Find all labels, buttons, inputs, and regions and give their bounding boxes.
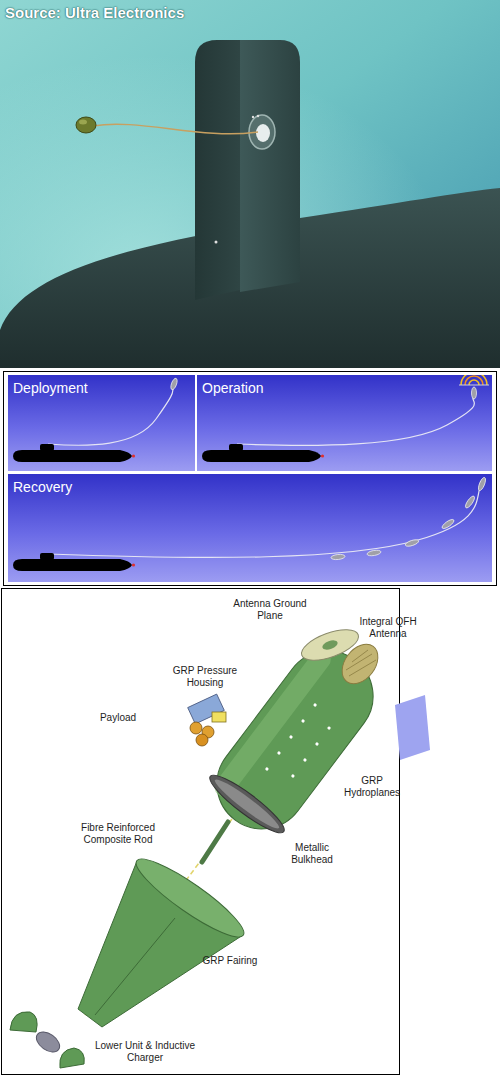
hydroplane	[395, 695, 430, 760]
payload-group	[188, 694, 226, 746]
antenna-hatching	[346, 650, 376, 676]
housing-dot	[313, 703, 317, 707]
hatch-reel	[256, 124, 270, 142]
sea-surface	[459, 385, 489, 386]
housing-dot	[291, 774, 295, 778]
housing-dot	[289, 735, 293, 739]
fairing-rim	[129, 849, 252, 947]
buoy-highlight	[79, 120, 87, 125]
buoy	[441, 518, 455, 530]
signal-arc	[461, 375, 487, 385]
part-label: Integral QFH Antenna	[353, 616, 423, 640]
panel-title: Recovery	[13, 479, 72, 495]
signal-arc	[465, 376, 483, 385]
submarine-silhouette	[202, 450, 321, 462]
buoy	[472, 387, 477, 399]
submarine-silhouette	[13, 559, 132, 571]
source-credit: Source: Ultra Electronics	[5, 4, 184, 22]
recovery-illustration	[8, 474, 492, 582]
buoy	[367, 549, 382, 556]
buoy	[331, 554, 345, 560]
part-label: Antenna Ground Plane	[229, 598, 311, 622]
submarine-sail	[40, 553, 54, 560]
part-label: Payload	[88, 712, 148, 724]
part-label: Metallic Bulkhead	[277, 842, 347, 866]
tether	[48, 480, 482, 557]
tether	[93, 124, 258, 134]
panel-title: Operation	[202, 380, 263, 396]
signal-arc	[469, 380, 479, 385]
metallic-bulkhead	[204, 768, 290, 839]
submarine-sail-side	[240, 40, 300, 292]
ground-plane	[298, 623, 363, 666]
hatch-dot	[257, 115, 259, 117]
panel-title: Deployment	[13, 380, 88, 396]
buoy	[464, 495, 476, 509]
submarine-sail	[40, 444, 54, 451]
part-label: GRP Pressure Housing	[165, 665, 245, 689]
sea-glow	[0, 0, 500, 368]
housing-dot	[265, 767, 269, 771]
stage-panel: Operation	[197, 375, 492, 471]
stage-panel: Recovery	[8, 474, 492, 582]
bulkhead-face	[211, 775, 282, 833]
ground-plane-hub	[321, 639, 339, 652]
payload-cell	[190, 722, 202, 734]
stern-light	[132, 563, 135, 566]
submarine-sail	[229, 444, 243, 451]
buoy	[170, 378, 179, 391]
part-label: GRP Fairing	[195, 955, 265, 967]
housing-dot	[301, 719, 305, 723]
part-label: Fibre Reinforced Composite Rod	[70, 822, 166, 846]
housing-dot	[277, 751, 281, 755]
hatch-dot	[252, 116, 254, 118]
panel-frame	[2, 589, 400, 1075]
tether	[48, 389, 173, 445]
payload-cell	[196, 734, 208, 746]
panel-frame	[4, 372, 497, 586]
housing-dot	[327, 726, 331, 730]
submarine-sail	[195, 40, 240, 300]
tether	[237, 397, 475, 445]
stage-panel: Deployment	[8, 375, 195, 471]
housing-dot	[315, 742, 319, 746]
lower-unit-cap	[33, 1028, 63, 1056]
housing-dot	[303, 758, 307, 762]
part-label: GRP Hydroplanes	[337, 775, 407, 799]
buoy	[405, 538, 420, 547]
part-label: Lower Unit & Inductive Charger	[90, 1040, 200, 1064]
fairing-seam	[95, 918, 175, 1015]
stern-light	[132, 454, 135, 457]
sail-dot	[215, 241, 218, 244]
lower-unit	[10, 1012, 37, 1032]
submarine-silhouette	[13, 450, 132, 462]
stern-light	[321, 454, 324, 457]
buoy	[477, 477, 487, 492]
composite-rod	[202, 822, 228, 862]
buoy	[76, 117, 96, 133]
payload-chip	[212, 712, 226, 722]
sea-background	[0, 0, 500, 368]
inductive-charger	[60, 1048, 85, 1068]
